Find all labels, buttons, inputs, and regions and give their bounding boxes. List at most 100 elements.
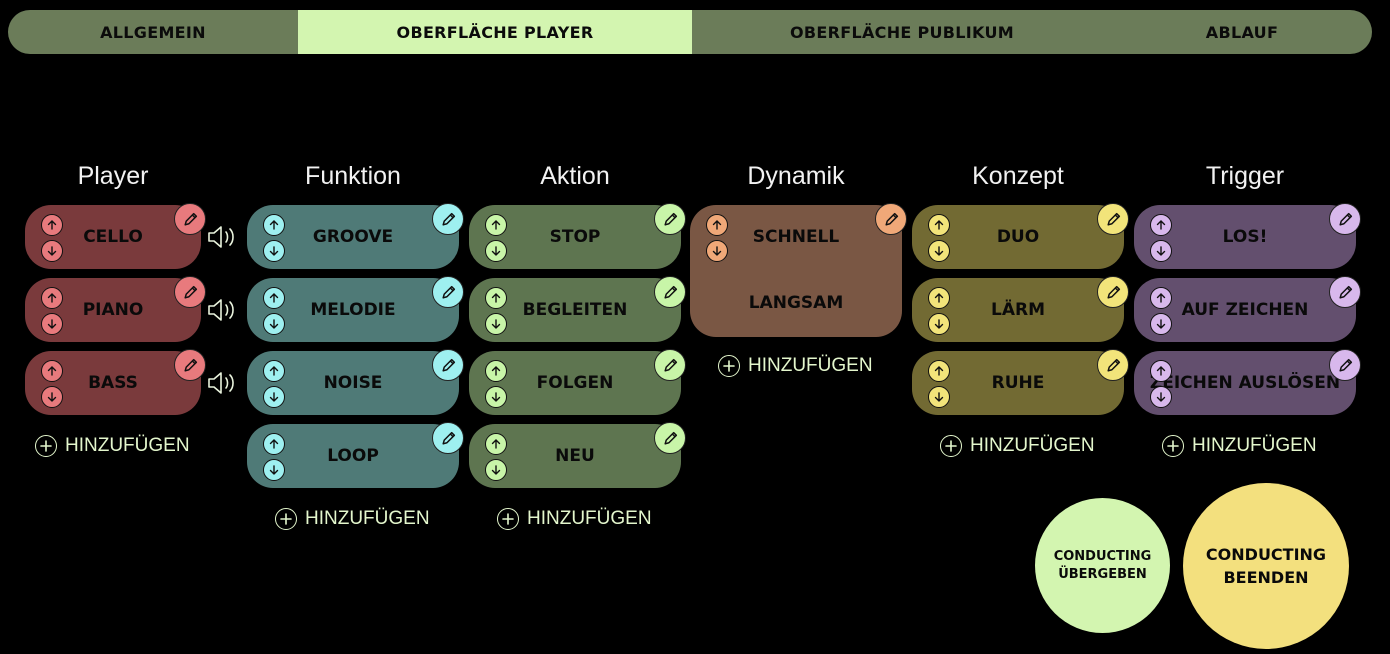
pencil-icon[interactable] — [654, 276, 686, 308]
plus-circle-icon — [35, 435, 57, 457]
tab-allgemein[interactable]: ALLGEMEIN — [100, 22, 206, 42]
pencil-icon[interactable] — [432, 422, 464, 454]
arrow-down-icon[interactable] — [928, 386, 950, 408]
arrow-down-icon[interactable] — [1150, 313, 1172, 335]
item-konzept-0[interactable]: DUO — [912, 203, 1129, 269]
arrow-down-icon[interactable] — [1150, 386, 1172, 408]
pencil-icon[interactable] — [432, 203, 464, 235]
item-konzept-1[interactable]: LÄRM — [912, 276, 1129, 342]
pencil-icon[interactable] — [432, 276, 464, 308]
arrow-down-icon[interactable] — [485, 459, 507, 481]
item-player-0[interactable]: CELLO — [25, 203, 206, 269]
speaker-icon[interactable] — [206, 296, 240, 324]
pencil-icon[interactable] — [654, 203, 686, 235]
add-button-konzept[interactable]: HINZUFÜGEN — [940, 435, 1095, 457]
pencil-icon[interactable] — [1097, 276, 1129, 308]
tab-ablauf[interactable]: ABLAUF — [1205, 22, 1279, 42]
add-label: HINZUFÜGEN — [970, 435, 1095, 456]
item-funktion-2[interactable]: NOISE — [247, 349, 464, 415]
arrow-down-icon[interactable] — [485, 313, 507, 335]
pencil-icon[interactable] — [1329, 203, 1361, 235]
arrow-up-icon[interactable] — [263, 360, 285, 382]
item-funktion-3[interactable]: LOOP — [247, 422, 464, 488]
item-trigger-0[interactable]: LOS! — [1134, 203, 1361, 269]
item-aktion-3[interactable]: NEU — [469, 422, 686, 488]
arrow-down-icon[interactable] — [263, 386, 285, 408]
pencil-icon[interactable] — [1329, 349, 1361, 381]
add-button-dynamik[interactable]: HINZUFÜGEN — [718, 355, 873, 377]
arrow-up-icon[interactable] — [1150, 287, 1172, 309]
conducting-uebergeben-button[interactable]: CONDUCTING ÜBERGEBEN — [1035, 498, 1170, 633]
speaker-icon[interactable] — [206, 223, 240, 251]
item-player-2[interactable]: BASS — [25, 349, 206, 415]
arrow-up-icon[interactable] — [41, 287, 63, 309]
pencil-icon[interactable] — [174, 276, 206, 308]
arrow-down-icon[interactable] — [928, 240, 950, 262]
add-label: HINZUFÜGEN — [305, 508, 430, 529]
conducting-beenden-button[interactable]: CONDUCTING BEENDEN — [1183, 483, 1349, 649]
arrow-down-icon[interactable] — [1150, 240, 1172, 262]
arrow-down-icon[interactable] — [263, 313, 285, 335]
arrow-down-icon[interactable] — [485, 240, 507, 262]
tab-oberflaeche-player[interactable]: OBERFLÄCHE PLAYER — [298, 10, 692, 54]
item-label: STOP — [549, 227, 601, 247]
item-dynamik-0[interactable]: SCHNELL — [690, 203, 907, 273]
tab-oberflaeche-publikum[interactable]: OBERFLÄCHE PUBLIKUM — [790, 22, 1014, 42]
item-trigger-2[interactable]: ZEICHEN AUSLÖSEN — [1134, 349, 1361, 415]
pencil-icon[interactable] — [1097, 203, 1129, 235]
arrow-up-icon[interactable] — [41, 360, 63, 382]
arrow-down-icon[interactable] — [263, 240, 285, 262]
item-konzept-2[interactable]: RUHE — [912, 349, 1129, 415]
pencil-icon[interactable] — [432, 349, 464, 381]
pencil-icon[interactable] — [1097, 349, 1129, 381]
conducting-beenden-line2: BEENDEN — [1223, 568, 1309, 587]
arrow-down-icon[interactable] — [41, 240, 63, 262]
arrow-up-icon[interactable] — [263, 287, 285, 309]
pencil-icon[interactable] — [174, 349, 206, 381]
arrow-up-icon[interactable] — [485, 287, 507, 309]
column-title-konzept: Konzept — [972, 162, 1064, 190]
arrow-down-icon[interactable] — [41, 313, 63, 335]
arrow-up-icon[interactable] — [485, 360, 507, 382]
pencil-icon[interactable] — [1329, 276, 1361, 308]
add-button-funktion[interactable]: HINZUFÜGEN — [275, 508, 430, 530]
pencil-icon[interactable] — [654, 349, 686, 381]
item-player-1[interactable]: PIANO — [25, 276, 206, 342]
arrow-up-icon[interactable] — [485, 214, 507, 236]
item-aktion-2[interactable]: FOLGEN — [469, 349, 686, 415]
item-trigger-1[interactable]: AUF ZEICHEN — [1134, 276, 1361, 342]
arrow-up-icon[interactable] — [1150, 214, 1172, 236]
arrow-down-icon[interactable] — [928, 313, 950, 335]
arrow-down-icon[interactable] — [41, 386, 63, 408]
item-label: LOS! — [1222, 227, 1268, 247]
item-funktion-0[interactable]: GROOVE — [247, 203, 464, 269]
pencil-icon[interactable] — [174, 203, 206, 235]
plus-circle-icon — [718, 355, 740, 377]
add-label: HINZUFÜGEN — [1192, 435, 1317, 456]
pencil-icon[interactable] — [654, 422, 686, 454]
arrow-up-icon[interactable] — [263, 433, 285, 455]
pencil-icon[interactable] — [875, 203, 907, 235]
arrow-down-icon[interactable] — [706, 240, 728, 262]
arrow-up-icon[interactable] — [928, 214, 950, 236]
arrow-up-icon[interactable] — [263, 214, 285, 236]
arrow-down-icon[interactable] — [485, 386, 507, 408]
arrow-up-icon[interactable] — [706, 214, 728, 236]
item-aktion-0[interactable]: STOP — [469, 203, 686, 269]
speaker-icon[interactable] — [206, 369, 240, 397]
item-label: SCHNELL — [752, 227, 840, 247]
item-aktion-1[interactable]: BEGLEITEN — [469, 276, 686, 342]
arrow-up-icon[interactable] — [1150, 360, 1172, 382]
item-funktion-1[interactable]: MELODIE — [247, 276, 464, 342]
add-button-aktion[interactable]: HINZUFÜGEN — [497, 508, 652, 530]
add-button-trigger[interactable]: HINZUFÜGEN — [1162, 435, 1317, 457]
add-button-player[interactable]: HINZUFÜGEN — [35, 435, 190, 457]
arrow-down-icon[interactable] — [263, 459, 285, 481]
item-label: FOLGEN — [536, 373, 614, 393]
arrow-up-icon[interactable] — [928, 360, 950, 382]
arrow-up-icon[interactable] — [485, 433, 507, 455]
arrow-up-icon[interactable] — [928, 287, 950, 309]
arrow-up-icon[interactable] — [41, 214, 63, 236]
item-dynamik-1[interactable]: LANGSAM — [690, 271, 902, 337]
